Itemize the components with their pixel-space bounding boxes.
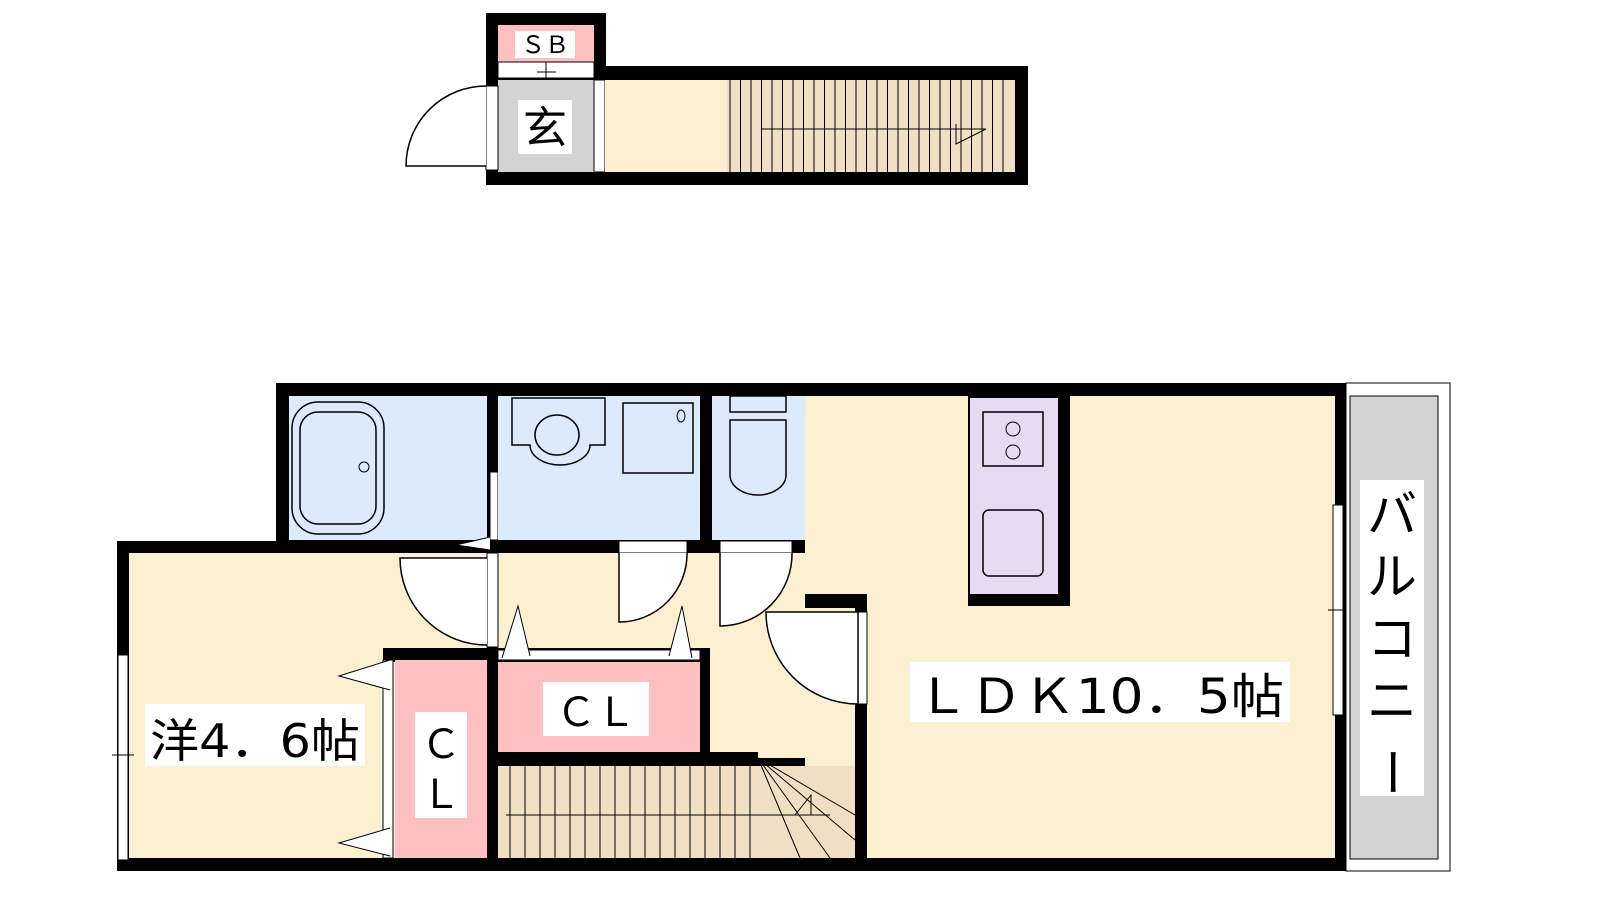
entrance-door[interactable] (405, 85, 487, 167)
sink-icon (511, 397, 606, 466)
closet-west-label-c: Ｃ (421, 722, 461, 768)
upper-hall (605, 80, 727, 172)
balcony-char: コ (1367, 610, 1417, 668)
western-room-label: 洋4．6帖 (150, 714, 360, 768)
toilet-icon (729, 395, 787, 413)
toilet-room (712, 396, 805, 540)
washroom-door[interactable] (618, 552, 688, 623)
toilet-door[interactable] (719, 552, 793, 627)
stairs-lower (498, 766, 855, 858)
washer-space-icon (622, 402, 694, 474)
stove-icon (982, 411, 1044, 467)
western-door[interactable] (399, 557, 488, 646)
balcony-char: ー (1362, 747, 1420, 797)
closet-hall-label: ＣＬ (556, 690, 636, 736)
balcony-char: ニ (1367, 672, 1417, 730)
entrance-level: ＳＢ 玄 (405, 13, 1028, 185)
bathroom (289, 396, 487, 540)
balcony-char: バ (1367, 486, 1417, 544)
balcony-char: ル (1367, 548, 1417, 606)
ldk-label: ＬＤＫ10．5帖 (916, 669, 1284, 725)
ldk-door[interactable] (765, 611, 859, 705)
sink-icon (982, 509, 1044, 577)
main-level: 洋4．6帖 Ｃ Ｌ ＣＬ ＬＤＫ10．5帖 バ ル コ ニ ー (112, 382, 1451, 872)
western-window (117, 654, 129, 861)
washroom (498, 396, 700, 540)
genkan-label: 玄 (523, 103, 567, 154)
closet-west-label-l: Ｌ (421, 772, 461, 818)
stairs-upper (727, 80, 1015, 172)
sb-label: ＳＢ (521, 31, 569, 59)
bathtub-icon (291, 401, 385, 535)
balcony-label: バ ル コ ニ ー (1362, 486, 1420, 797)
